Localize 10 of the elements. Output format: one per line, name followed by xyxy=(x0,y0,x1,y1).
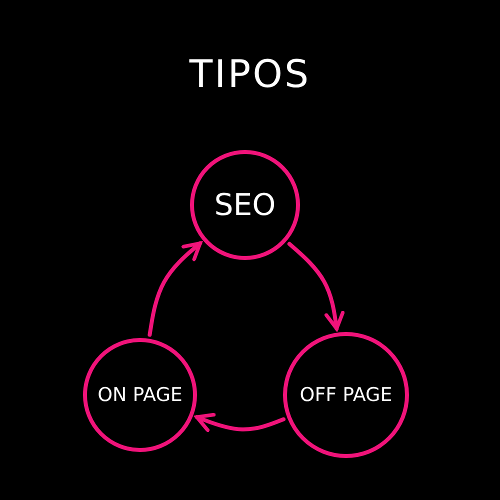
curved-arrow xyxy=(287,242,345,331)
circle-node xyxy=(190,150,300,260)
curved-arrow xyxy=(148,241,202,337)
node-label: OFF PAGE xyxy=(300,384,392,406)
node-label: ON PAGE xyxy=(98,384,182,406)
node-label: SEO xyxy=(214,188,276,222)
curved-arrow xyxy=(194,412,286,432)
title: TIPOS xyxy=(188,52,312,96)
circle-node xyxy=(283,332,409,458)
circle-node xyxy=(83,338,197,452)
